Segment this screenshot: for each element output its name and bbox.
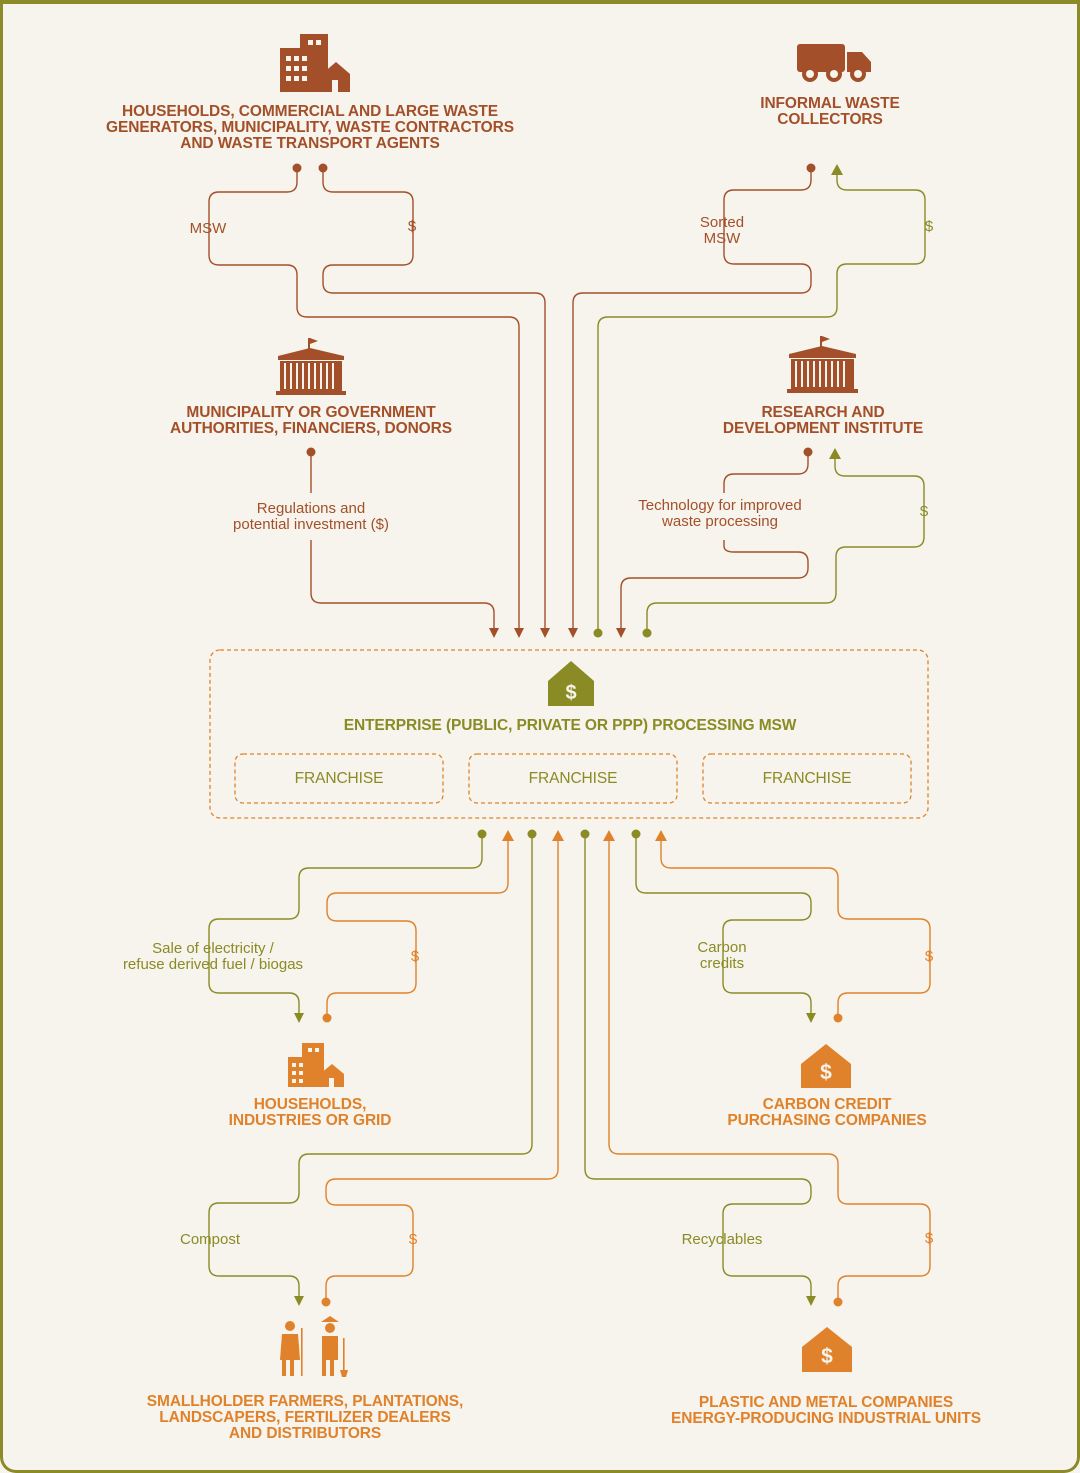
franchise-label-2: FRANCHISE	[528, 770, 618, 787]
svg-text:$: $	[820, 1061, 832, 1084]
top-connectors	[292, 163, 843, 638]
government-building-icon	[787, 336, 858, 393]
flow-sorted-msw-line	[572, 168, 812, 630]
research-institute-label: RESEARCH AND DEVELOPMENT INSTITUTE	[722, 404, 924, 437]
svg-text:$: $	[565, 682, 576, 704]
enterprise-label: ENTERPRISE (PUBLIC, PRIVATE OR PPP) PROC…	[343, 717, 797, 734]
bottom-connectors	[294, 829, 843, 1307]
svg-text:$: $	[821, 1345, 833, 1368]
government-building-icon	[276, 338, 346, 395]
flow-electricity-line	[208, 836, 483, 1015]
recyclables-label: Recyclables	[681, 1231, 763, 1248]
flow-tech-dollar-line	[646, 456, 925, 632]
flow-regulations-line	[310, 452, 495, 630]
flow-electricity-dollar-line	[326, 840, 509, 1016]
carbon-companies-label: CARBON CREDIT PURCHASING COMPANIES	[727, 1096, 927, 1129]
flow-msw-dollar-line	[322, 168, 546, 630]
house-dollar-icon: $	[801, 1044, 851, 1088]
plastic-companies-label: PLASTIC AND METAL COMPANIES ENERGY-PRODU…	[671, 1394, 981, 1427]
compost-dollar-label: $	[408, 1231, 418, 1248]
electricity-label: Sale of electricity / refuse derived fue…	[122, 940, 304, 973]
tech-dollar-label: $	[919, 503, 929, 520]
farmers-label: SMALLHOLDER FARMERS, PLANTATIONS, LANDSC…	[146, 1393, 464, 1442]
compost-label: Compost	[179, 1231, 241, 1248]
people-icon	[280, 1316, 348, 1377]
flow-carbon-dollar-line	[660, 840, 931, 1016]
flow-recyclables-dollar-line	[608, 840, 931, 1300]
franchise-box-2	[468, 753, 678, 804]
house-dollar-icon: $	[548, 661, 594, 706]
flow-recyclables-line	[584, 836, 812, 1298]
technology-label: Technology for improved waste processing	[638, 497, 802, 530]
franchise-box-3	[702, 753, 912, 804]
informal-collectors-label: INFORMAL WASTE COLLECTORS	[760, 95, 900, 128]
flow-carbon-line	[635, 836, 812, 1015]
sorted-msw-label: Sorted MSW	[699, 214, 745, 247]
sorted-dollar-label: $	[924, 218, 934, 235]
regulations-label: Regulations and potential investment ($)	[233, 500, 389, 533]
waste-generators-label: HOUSEHOLDS, COMMERCIAL AND LARGE WASTE G…	[106, 103, 514, 152]
recyclables-dollar-label: $	[924, 1230, 934, 1247]
flow-compost-dollar-line	[325, 840, 559, 1300]
flow-msw-line	[208, 168, 520, 630]
franchise-label-3: FRANCHISE	[762, 770, 852, 787]
franchise-box-1	[234, 753, 444, 804]
msw-dollar-label: $	[407, 218, 417, 235]
carbon-credits-label: Carbon credits	[697, 939, 747, 972]
msw-flow-label: MSW	[189, 220, 227, 237]
house-dollar-icon: $	[802, 1327, 852, 1372]
enterprise-box	[209, 649, 929, 819]
franchise-label-1: FRANCHISE	[294, 770, 384, 787]
flow-compost-line	[208, 836, 533, 1298]
truck-icon	[797, 44, 871, 82]
flow-technology-line	[620, 452, 809, 630]
buildings-icon	[280, 34, 350, 92]
electricity-dollar-label: $	[410, 948, 420, 965]
households-grid-label: HOUSEHOLDS, INDUSTRIES OR GRID	[228, 1096, 392, 1129]
buildings-icon	[288, 1043, 344, 1087]
municipality-label: MUNICIPALITY OR GOVERNMENT AUTHORITIES, …	[170, 404, 452, 437]
carbon-dollar-label: $	[924, 948, 934, 965]
flow-sorted-dollar-line	[597, 172, 926, 630]
